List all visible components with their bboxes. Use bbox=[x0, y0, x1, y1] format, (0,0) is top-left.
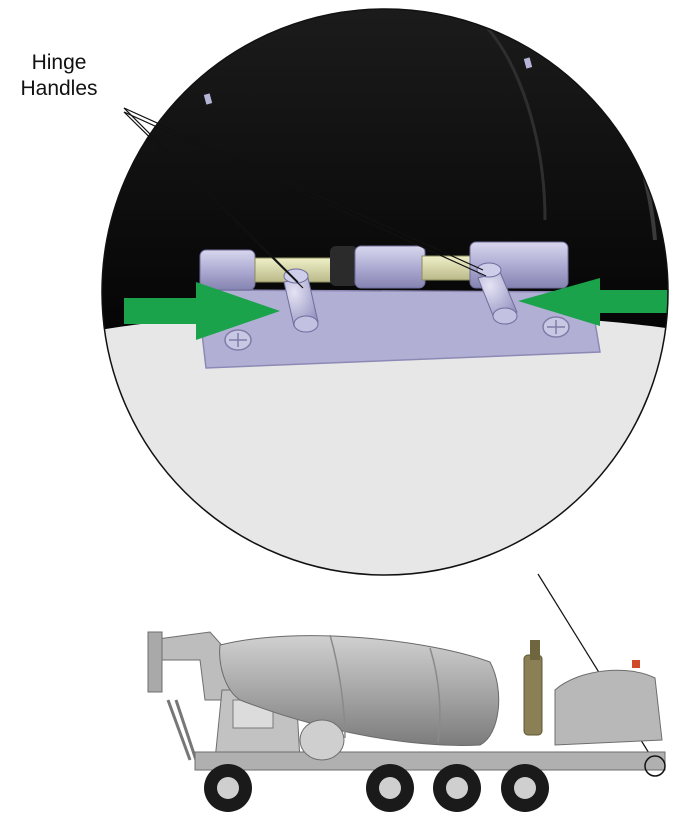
truck-boom-strut bbox=[166, 699, 198, 761]
engine-hood bbox=[554, 669, 663, 746]
mixer-truck bbox=[147, 631, 666, 812]
callout-line-2: Handles bbox=[20, 77, 98, 100]
callout-line-1: Hinge bbox=[31, 51, 87, 74]
beacon-light bbox=[632, 660, 640, 668]
screw-slot bbox=[547, 320, 565, 334]
detail-circle-border bbox=[101, 8, 669, 576]
detail-circle bbox=[102, 9, 668, 575]
exhaust-stack bbox=[523, 654, 543, 736]
callout-leaders bbox=[123, 107, 487, 289]
callout-label: Hinge Handles bbox=[0, 50, 118, 102]
hinge-handle-left bbox=[283, 268, 319, 333]
arrow-right-icon bbox=[124, 282, 280, 340]
hinge-location-marker bbox=[644, 755, 666, 777]
truck-chute bbox=[149, 631, 236, 701]
hinge-handle-right bbox=[476, 262, 518, 325]
truck-wheels bbox=[204, 764, 549, 812]
truck-boom bbox=[147, 631, 163, 693]
screw-slot bbox=[229, 333, 247, 347]
hinge-gap bbox=[330, 246, 358, 286]
hinge-knuckle bbox=[199, 249, 256, 291]
hood-tab bbox=[203, 93, 213, 105]
mixer-drum bbox=[219, 635, 500, 746]
exhaust-pipe bbox=[530, 640, 540, 660]
water-tank bbox=[299, 719, 345, 761]
hinge-pin bbox=[421, 255, 473, 281]
truck-frame bbox=[194, 751, 666, 771]
hood-crease bbox=[478, 18, 547, 221]
arrow-left-icon bbox=[518, 278, 668, 326]
hinge-knuckle bbox=[354, 245, 426, 289]
hood-tab bbox=[523, 57, 533, 69]
